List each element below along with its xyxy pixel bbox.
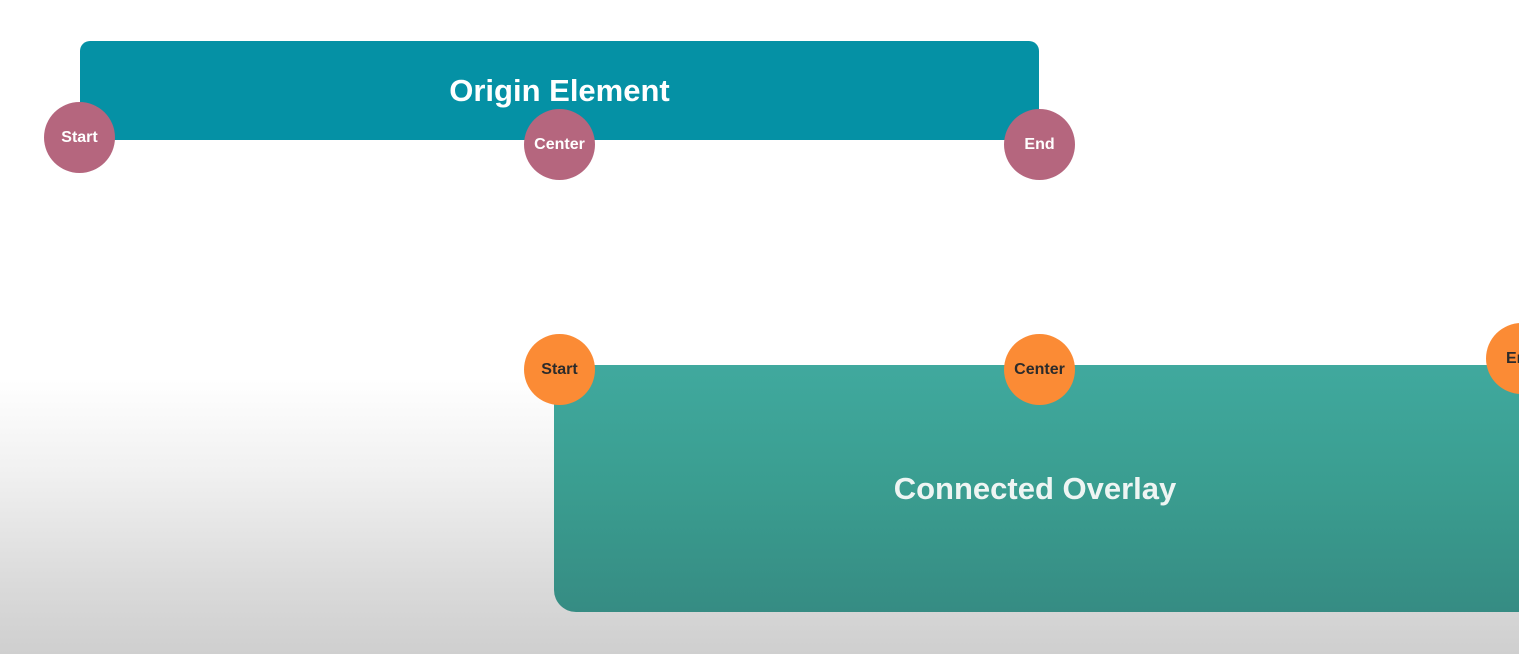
origin-element-title: Origin Element bbox=[449, 73, 670, 108]
origin-center-point: Center bbox=[524, 109, 595, 180]
connected-overlay-title: Connected Overlay bbox=[893, 470, 1177, 506]
overlay-start-point: Start bbox=[524, 334, 595, 405]
origin-start-point: Start bbox=[44, 102, 115, 173]
overlay-center-point: Center bbox=[1004, 334, 1075, 405]
connected-overlay-box: Connected Overlay bbox=[554, 365, 1519, 612]
origin-end-point: End bbox=[1004, 109, 1075, 180]
